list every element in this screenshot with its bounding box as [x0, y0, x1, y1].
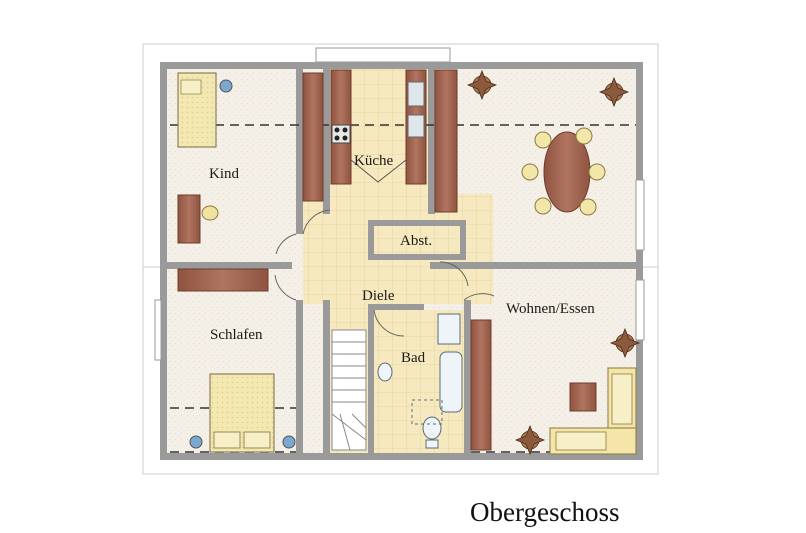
- room-label-kueche: Küche: [354, 153, 393, 169]
- bathroom-fixtures: [377, 313, 463, 449]
- room-label-abst: Abst.: [400, 233, 432, 249]
- staircase: [331, 329, 367, 451]
- room-label-bad: Bad: [401, 350, 426, 366]
- schlafen-furniture: [177, 268, 296, 453]
- room-label-wohnen: Wohnen/Essen: [506, 301, 595, 317]
- plan-caption: Obergeschoss: [470, 497, 619, 527]
- door-swings: [274, 209, 495, 337]
- room-label-kind: Kind: [209, 166, 240, 182]
- dining-set: [521, 127, 606, 216]
- living-furniture: [470, 319, 637, 455]
- kitchen-fixtures: [330, 69, 458, 213]
- interior-walls: [167, 69, 636, 453]
- plant-icons: [466, 69, 641, 456]
- kind-furniture: [177, 72, 324, 244]
- room-label-schlafen: Schlafen: [210, 327, 263, 343]
- room-label-diele: Diele: [362, 288, 395, 304]
- windows: [154, 47, 645, 361]
